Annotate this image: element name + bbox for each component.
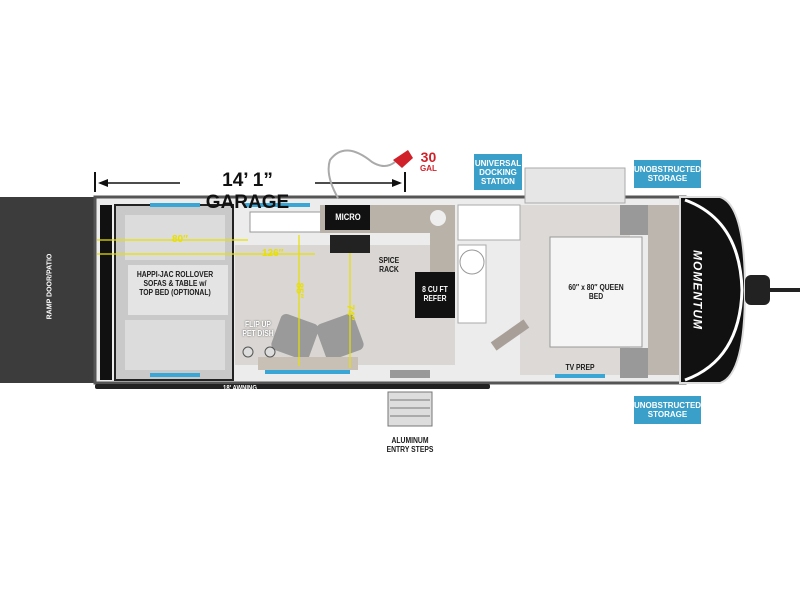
dimension-85: 85″	[293, 282, 305, 299]
table	[128, 265, 228, 315]
ramp-label: RAMP DOOR/PATIO	[46, 253, 54, 320]
tv-prep-label: TV PREP	[565, 363, 595, 372]
awning-label: 18' AWNING	[223, 385, 257, 392]
bed-label: 60″ x 80″ QUEEN BED	[568, 283, 624, 301]
callout-storage-bottom: UNOBSTRUCTED STORAGE	[634, 396, 701, 424]
spice-rack-label: SPICE RACK	[378, 256, 400, 274]
refer-label: 8 CU FT REFER	[422, 285, 448, 303]
ramp-door	[0, 197, 95, 383]
micro-label: MICRO	[335, 212, 361, 222]
dimension-74: 74″	[344, 304, 356, 321]
dimension-80: 80″	[172, 234, 188, 245]
garage-dimension: 14’ 1” GARAGE	[205, 170, 290, 213]
fuel-unit: GAL	[420, 164, 437, 173]
hitch	[745, 275, 770, 305]
queen-bed	[549, 236, 643, 348]
ramp-edge	[100, 205, 112, 380]
entry-steps	[387, 391, 433, 427]
callout-storage-top: UNOBSTRUCTED STORAGE	[634, 160, 701, 188]
brand-logo: MOMENTUM	[690, 250, 705, 330]
steps-label: ALUMINUM ENTRY STEPS	[386, 436, 434, 454]
dimension-lines	[97, 235, 351, 368]
callout-docking-station: UNIVERSAL DOCKING STATION	[474, 154, 522, 190]
slide-storage	[524, 167, 626, 204]
dimension-126: 126″	[262, 248, 284, 259]
sofa-bottom	[125, 320, 225, 370]
fuel-hose-icon	[327, 149, 396, 199]
awning	[95, 384, 490, 389]
fuel-capacity: 30	[420, 149, 437, 165]
fuel-nozzle-icon	[393, 150, 413, 168]
pet-dish-label: FLIP UP PET DISH	[242, 320, 274, 338]
sofas-label: HAPPI-JAC ROLLOVER SOFAS & TABLE w/ TOP …	[136, 270, 214, 297]
refrigerator	[415, 272, 455, 318]
sofa-top	[125, 215, 225, 260]
